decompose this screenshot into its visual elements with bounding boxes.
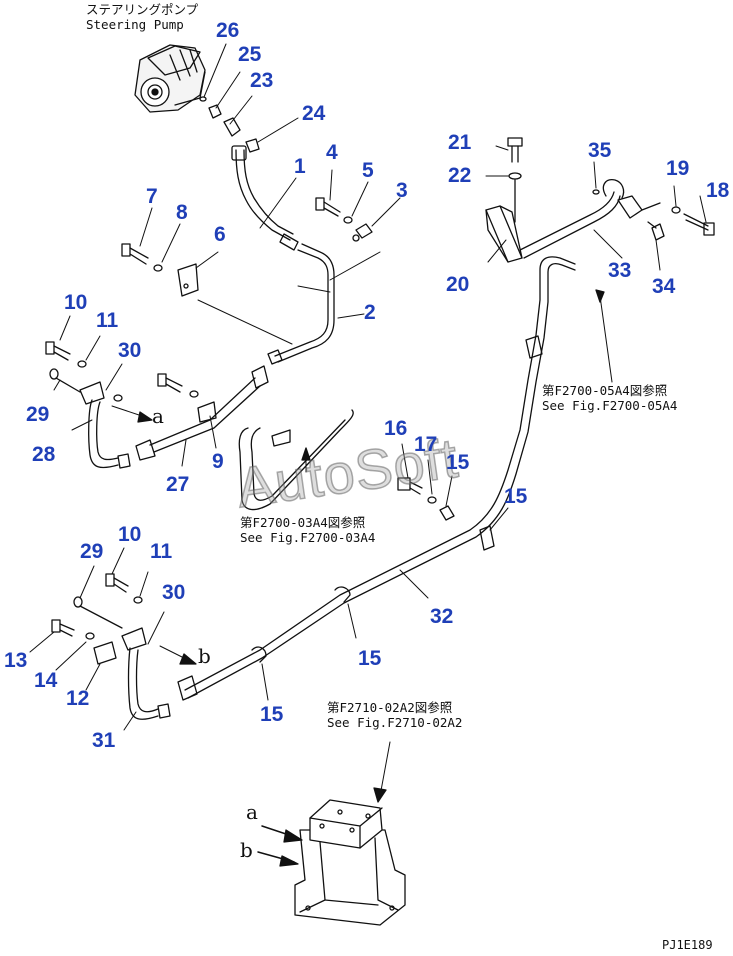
arrow-letter-b-lower: b (240, 838, 253, 862)
tube-2 (267, 243, 335, 365)
part-label: 18 (706, 179, 730, 202)
arrow-letter-a: a (152, 404, 164, 428)
part-label: 34 (652, 275, 676, 298)
drawing-code: PJ1E189 (662, 938, 713, 952)
part-label: 13 (4, 649, 28, 672)
tube-28 (79, 381, 131, 469)
bolt-18 (671, 206, 715, 236)
part-label: 8 (176, 201, 188, 224)
part-label: 35 (588, 139, 612, 162)
part-label: 5 (362, 159, 374, 182)
ref-note-03a4-en: See Fig.F2700-03A4 (240, 530, 376, 545)
part-label: 31 (92, 729, 116, 752)
part-label: 9 (212, 450, 224, 473)
part-label: 23 (250, 69, 274, 92)
leader-lines (29, 43, 707, 731)
part-label: 25 (238, 43, 262, 66)
part-label: 10 (118, 523, 142, 546)
part-label: 33 (608, 259, 632, 282)
part-label: 10 (64, 291, 88, 314)
ref-note-05a4-ja: 第F2700-05A4図参照 (542, 383, 668, 398)
part-label: 24 (302, 102, 326, 125)
tube-31 (121, 627, 171, 720)
part-label: 14 (34, 669, 58, 692)
ref-note-05a4: 第F2700-05A4図参照 See Fig.F2700-05A4 (542, 383, 677, 413)
pump-note-ja: ステアリングポンプ (86, 2, 199, 17)
part-label: 6 (214, 223, 226, 246)
part-label: 19 (666, 157, 690, 180)
fitting-34 (651, 223, 665, 241)
ref-note-03a4-ja: 第F2700-03A4図参照 (240, 515, 366, 530)
part-label: 15 (260, 703, 284, 726)
part-label: 11 (96, 309, 119, 332)
bolt-7 (121, 243, 199, 297)
ref-note-05a4-en: See Fig.F2700-05A4 (542, 398, 678, 413)
pump-note-en: Steering Pump (86, 17, 184, 32)
part-label: 17 (414, 433, 438, 456)
bolt-10-upper (45, 341, 87, 393)
bolt-27-mount (113, 373, 199, 402)
bolt-10-lower (51, 573, 143, 665)
part-label: 32 (430, 605, 454, 628)
ref-tube-assembly (238, 409, 354, 511)
valve-block (294, 799, 406, 926)
ref-note-02a2-ja: 第F2710-02A2図参照 (327, 700, 453, 715)
part-label: 15 (446, 451, 470, 474)
part-label: 11 (150, 540, 173, 563)
part-label: 1 (294, 155, 306, 178)
bolt-16 (397, 477, 455, 521)
part-label: 16 (384, 417, 408, 440)
steering-pump (134, 44, 206, 113)
part-label: 27 (166, 473, 190, 496)
arrow-letter-a-lower: a (246, 800, 258, 824)
part-label: 22 (448, 164, 472, 187)
ref-note-02a2: 第F2710-02A2図参照 See Fig.F2710-02A2 (327, 700, 462, 730)
part-label: 28 (32, 443, 56, 466)
part-label: 29 (80, 540, 104, 563)
part-label: 7 (146, 185, 158, 208)
part-label: 4 (326, 141, 338, 164)
pump-fittings (199, 96, 260, 153)
arrow-letter-b: b (198, 644, 211, 668)
ref-note-03a4: 第F2700-03A4図参照 See Fig.F2700-03A4 (240, 515, 375, 545)
bolt-4 (315, 197, 373, 242)
part-label: 26 (216, 19, 240, 42)
bracket-20 (485, 205, 523, 263)
ref-note-02a2-en: See Fig.F2710-02A2 (327, 715, 463, 730)
part-label: 30 (118, 339, 142, 362)
part-label: 15 (358, 647, 382, 670)
part-label: 2 (364, 301, 376, 324)
bolt-21 (507, 137, 523, 223)
clamp-9 (197, 401, 217, 423)
part-label: 20 (446, 273, 470, 296)
part-label: 21 (448, 131, 472, 154)
part-label: 15 (504, 485, 528, 508)
part-label: 12 (66, 687, 90, 710)
part-label: 30 (162, 581, 186, 604)
part-label: 29 (26, 403, 50, 426)
part-label: 3 (396, 179, 408, 202)
hose-32 (177, 256, 576, 701)
pump-note: ステアリングポンプ Steering Pump (86, 2, 198, 32)
tube-33 (519, 179, 643, 259)
hose-1 (231, 145, 299, 251)
